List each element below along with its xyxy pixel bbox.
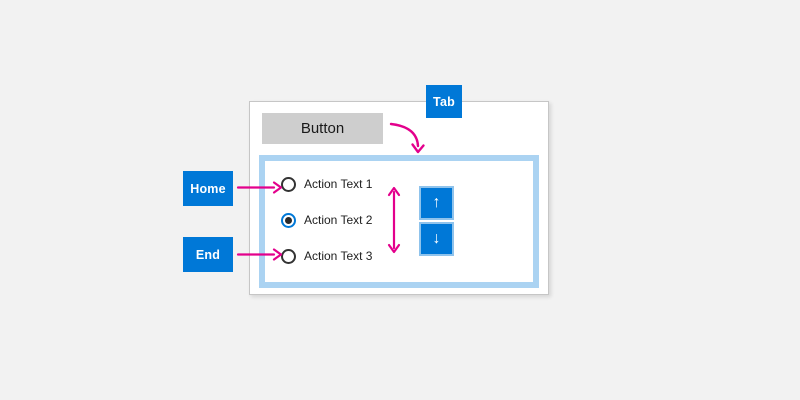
end-arrow-icon bbox=[236, 248, 283, 261]
radio-option-3-label: Action Text 3 bbox=[304, 249, 373, 263]
button-control[interactable]: Button bbox=[262, 113, 383, 144]
radio-option-1[interactable]: Action Text 1 bbox=[281, 175, 372, 193]
home-key-label: Home bbox=[183, 171, 233, 206]
up-arrow-icon: ↑ bbox=[432, 194, 441, 211]
radio-option-2[interactable]: Action Text 2 bbox=[281, 211, 372, 229]
radio-icon bbox=[281, 212, 296, 228]
end-key-text: End bbox=[195, 247, 221, 262]
up-button[interactable]: ↑ bbox=[419, 186, 454, 220]
home-key-text: Home bbox=[190, 181, 226, 196]
tab-key-label: Tab bbox=[426, 85, 462, 118]
tab-key-text: Tab bbox=[433, 94, 455, 109]
down-arrow-icon: ↓ bbox=[432, 230, 441, 247]
end-key-label: End bbox=[183, 237, 233, 272]
radio-icon bbox=[281, 248, 296, 264]
home-arrow-icon bbox=[236, 181, 283, 194]
radio-option-1-label: Action Text 1 bbox=[304, 177, 373, 191]
down-button[interactable]: ↓ bbox=[419, 222, 454, 256]
radio-group-panel bbox=[259, 155, 539, 288]
radio-option-3[interactable]: Action Text 3 bbox=[281, 247, 372, 265]
radio-option-2-label: Action Text 2 bbox=[304, 213, 373, 227]
updown-arrow-icon bbox=[387, 186, 401, 254]
tab-flow-arrow-icon bbox=[389, 122, 425, 154]
button-control-label: Button bbox=[300, 120, 345, 137]
radio-icon bbox=[281, 176, 296, 192]
